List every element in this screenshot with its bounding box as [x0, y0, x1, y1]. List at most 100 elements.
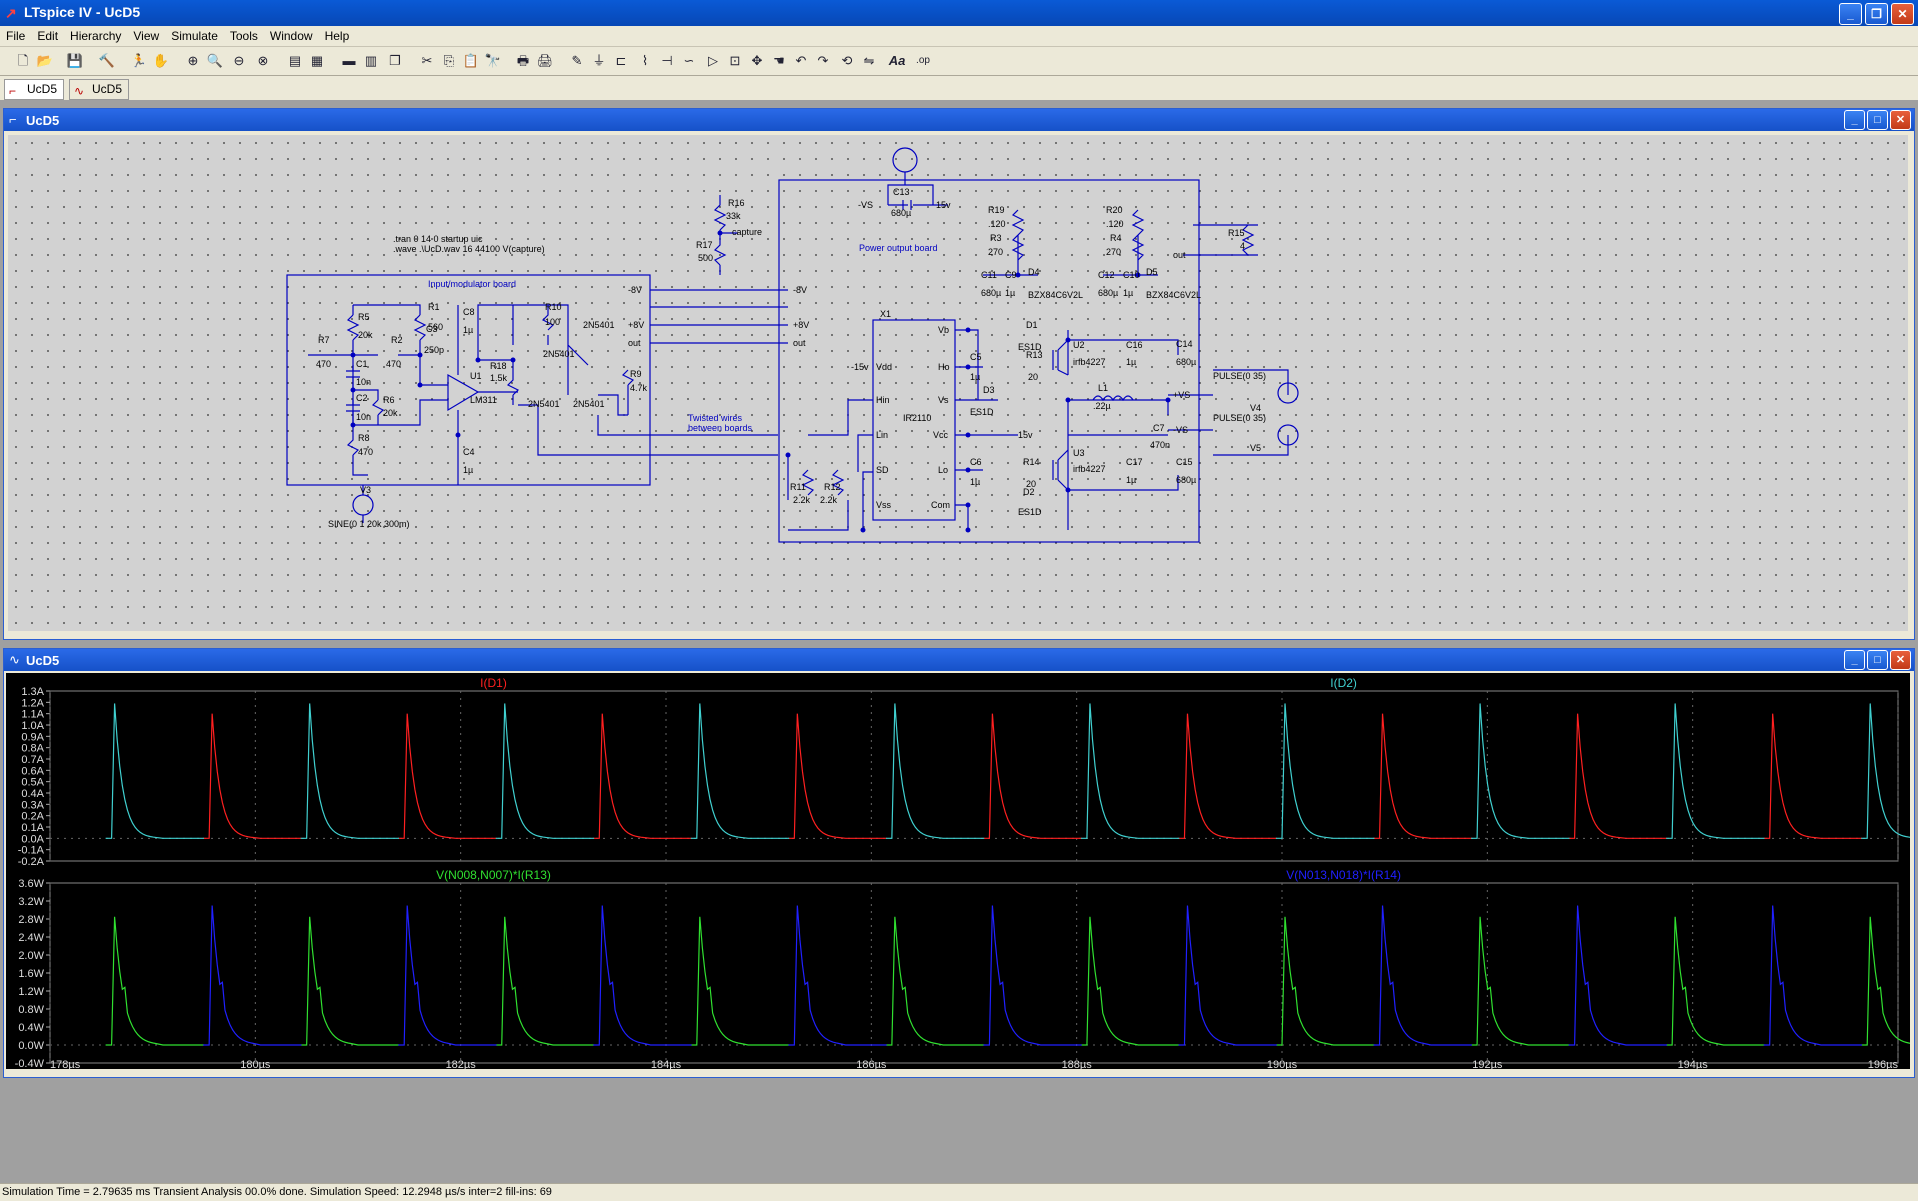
menu-tools[interactable]: Tools: [229, 29, 258, 43]
menu-view[interactable]: View: [133, 29, 160, 43]
inductor-icon[interactable]: ∽: [683, 53, 695, 68]
waveform-pulse-0: [885, 916, 985, 1046]
zoom-in-icon[interactable]: ⊕: [187, 53, 199, 68]
y-tick-label: 3.6W: [18, 878, 44, 890]
autorange-icon[interactable]: ▤: [288, 53, 302, 68]
pulse1-label: PULSE(0 35): [1213, 371, 1266, 381]
zoom-out-icon[interactable]: ⊖: [233, 53, 245, 68]
r13-label: R13: [1026, 350, 1043, 360]
diode-icon[interactable]: ▷: [708, 53, 718, 68]
waveform-maximize-button[interactable]: □: [1867, 650, 1888, 670]
waveform-close-button[interactable]: ✕: [1890, 650, 1911, 670]
menu-file[interactable]: File: [6, 29, 26, 43]
pin-vss: Vss: [876, 500, 892, 510]
print-setup-icon[interactable]: 🖶: [516, 53, 530, 68]
tab-schematic-label: UcD5: [27, 82, 58, 96]
print-icon[interactable]: 🖨: [536, 53, 554, 68]
waveform-pulse-1: [1568, 905, 1667, 1046]
halt-icon[interactable]: ✋: [152, 53, 170, 68]
menu-hierarchy[interactable]: Hierarchy: [70, 29, 122, 43]
capacitor-icon[interactable]: ⊣: [661, 53, 673, 68]
schematic-close-button[interactable]: ✕: [1890, 110, 1911, 130]
r11-value: 2.2k: [793, 495, 811, 505]
pin-hin: Hin: [876, 395, 890, 405]
tab-schematic[interactable]: ⌐ UcD5: [4, 79, 65, 100]
open-icon[interactable]: 📂: [36, 53, 54, 68]
rotate-icon[interactable]: ⟲: [841, 53, 853, 68]
c7-value: 470n: [1150, 440, 1170, 450]
r18-label: R18: [490, 361, 507, 371]
drag-icon[interactable]: ☚: [773, 53, 785, 68]
tran-directive: .tran 0 14 0 startup uic: [393, 234, 483, 244]
close-button[interactable]: ✕: [1891, 3, 1914, 25]
r15-label: R15: [1228, 228, 1245, 238]
y-tick-label: 0.8W: [18, 1004, 44, 1016]
menu-simulate[interactable]: Simulate: [171, 29, 218, 43]
c15-value: 680µ: [1176, 475, 1196, 485]
wire-icon[interactable]: ✎: [571, 53, 583, 68]
cascade-icon[interactable]: ❐: [389, 53, 401, 68]
grid-icon[interactable]: ▦: [310, 53, 324, 68]
d2-value: ES1D: [1018, 507, 1042, 517]
schematic-canvas[interactable]: .tran 0 14 0 startup uic .wave .\UcD.wav…: [8, 135, 1908, 631]
waveform-icon: ∿: [74, 84, 85, 98]
waveform-minimize-button[interactable]: _: [1844, 650, 1865, 670]
series-legend-0: V(N008,N007)*I(R13): [436, 868, 551, 882]
net-15v-vcc: 15v: [1018, 430, 1033, 440]
resistor-icon[interactable]: ⌇: [641, 53, 649, 68]
r4-label: R4: [1110, 233, 1122, 243]
x-tick-label: 196µs: [1868, 1059, 1899, 1069]
d3-value: ES1D: [970, 407, 994, 417]
pan-icon[interactable]: 🔍: [206, 53, 224, 68]
schematic-maximize-button[interactable]: □: [1867, 110, 1888, 130]
r17-value: 500: [698, 253, 713, 263]
run-icon[interactable]: 🏃: [130, 53, 148, 68]
mirror-icon[interactable]: ⇋: [863, 53, 875, 68]
waveform-pulse-1: [690, 703, 790, 839]
zoom-fit-icon[interactable]: ⊗: [257, 53, 269, 68]
waveform-pulse-1: [1276, 703, 1375, 839]
component-icon[interactable]: ⊡: [729, 53, 741, 68]
find-icon[interactable]: 🔭: [484, 53, 502, 68]
waveform-pulse-0: [1666, 916, 1765, 1046]
menu-edit[interactable]: Edit: [37, 29, 59, 43]
paste-icon[interactable]: 📋: [462, 53, 480, 68]
minimize-button[interactable]: _: [1839, 3, 1862, 25]
ground-icon[interactable]: ⏚: [592, 53, 606, 68]
restore-button[interactable]: ❐: [1865, 3, 1888, 25]
undo-icon[interactable]: ↶: [795, 53, 807, 68]
control-panel-icon[interactable]: 🔨: [98, 53, 116, 68]
y-tick-label: 0.1A: [21, 822, 44, 834]
move-icon[interactable]: ✥: [751, 53, 763, 68]
menu-window[interactable]: Window: [269, 29, 313, 43]
tab-waveform[interactable]: ∿ UcD5: [69, 79, 130, 100]
x-tick-label: 180µs: [240, 1059, 271, 1069]
x-tick-label: 194µs: [1678, 1059, 1709, 1069]
r6-value: 20k: [383, 408, 398, 418]
c1-label: C1: [356, 359, 368, 369]
tile-horizontal-icon[interactable]: ▬: [342, 53, 356, 68]
new-schematic-icon[interactable]: 🗋: [17, 53, 29, 68]
copy-icon[interactable]: ⎘: [443, 53, 455, 68]
tile-vertical-icon[interactable]: ▥: [364, 53, 378, 68]
menu-help[interactable]: Help: [324, 29, 350, 43]
cut-icon[interactable]: ✂: [421, 53, 433, 68]
text-icon[interactable]: Aa: [888, 53, 906, 68]
y-tick-label: 0.7A: [21, 754, 44, 766]
label-net-icon[interactable]: ⊏: [615, 53, 627, 68]
save-icon[interactable]: 💾: [66, 53, 84, 68]
r13-value: 20: [1028, 372, 1038, 382]
v5-label: V5: [1250, 443, 1261, 453]
redo-icon[interactable]: ↷: [817, 53, 829, 68]
x-tick-label: 178µs: [50, 1059, 81, 1069]
series-legend-0: I(D1): [480, 676, 507, 690]
c13-value: 680µ: [891, 208, 911, 218]
r7-value: 470: [316, 359, 331, 369]
spice-directive-icon[interactable]: .op: [916, 55, 930, 66]
schematic-minimize-button[interactable]: _: [1844, 110, 1865, 130]
net-out-r15: out: [1173, 250, 1186, 260]
y-tick-label: 2.0W: [18, 950, 44, 962]
y-tick-label: 0.2A: [21, 811, 44, 823]
waveform-pulse-1: [1861, 703, 1910, 839]
